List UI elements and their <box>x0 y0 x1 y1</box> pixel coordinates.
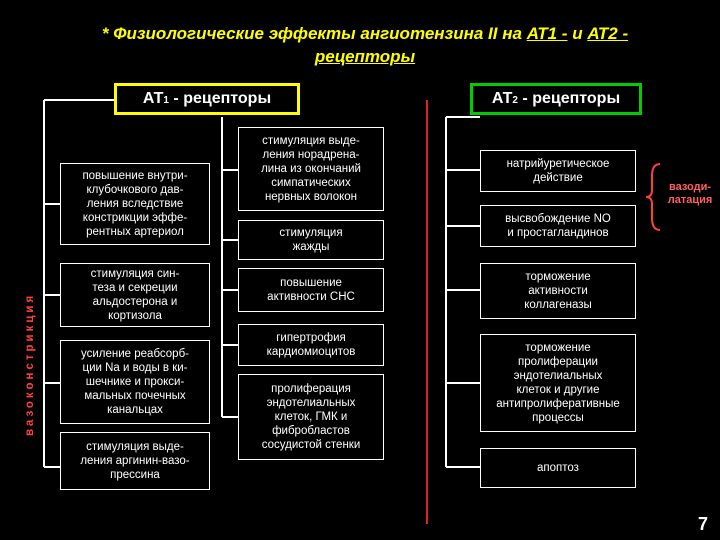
mid-box-cardiomyocyte-hypertrophy: гипертрофия кардиомиоцитов <box>238 324 384 366</box>
left-box-aldosterone: стимуляция син- теза и секреции альдосте… <box>60 263 210 327</box>
right-box-apoptosis: апоптоз <box>480 448 636 488</box>
at1-header-main: АТ <box>142 90 164 107</box>
left-box-glomerular-pressure: повышение внутри- клубочкового дав- лени… <box>60 163 210 245</box>
mid-box-text: стимуляция выде- ления норадрена- лина и… <box>261 135 361 203</box>
title-at2: АТ2 - <box>587 24 629 43</box>
mid-box-text: пролиферация эндотелиальных клеток, ГМК … <box>261 383 361 451</box>
right-box-text: апоптоз <box>537 462 579 474</box>
at2-header-sub: 2 <box>512 94 518 106</box>
slide-number: 7 <box>698 514 709 534</box>
left-box-na-reabsorption: усиление реабсорб- ции Na и воды в ки- ш… <box>60 340 210 424</box>
left-box-text: повышение внутри- клубочкового дав- лени… <box>82 170 188 238</box>
mid-box-text: стимуляция жажды <box>279 227 343 253</box>
left-box-text: стимуляция син- теза и секреции альдосте… <box>90 268 180 322</box>
left-box-text: усиление реабсорб- ции Na и воды в ки- ш… <box>81 348 189 416</box>
right-box-natriuretic: натрийуретическое действие <box>480 150 636 192</box>
mid-box-thirst: стимуляция жажды <box>238 220 384 260</box>
slide-title: * Физиологические эффекты ангиотензина I… <box>20 22 710 68</box>
at1-header-sub: 1 <box>163 94 169 106</box>
right-box-text: торможение активности коллагеназы <box>524 271 592 311</box>
mid-box-noradrenaline: стимуляция выде- ления норадрена- лина и… <box>238 127 384 211</box>
title-at1: АТ1 - <box>526 24 568 43</box>
vasodilatation-label: вазоди- латация <box>667 181 713 206</box>
vasodilatation-brace <box>645 163 661 231</box>
title-line2: рецепторы <box>314 47 416 66</box>
mid-box-proliferation: пролиферация эндотелиальных клеток, ГМК … <box>238 374 384 460</box>
at2-header-rest: - рецепторы <box>517 90 621 107</box>
right-box-text: высвобождение NO и простагландинов <box>505 213 611 239</box>
left-box-text: стимуляция выде- ления аргинин-вазо- пре… <box>80 441 190 481</box>
left-box-vasopressin: стимуляция выде- ления аргинин-вазо- пре… <box>60 432 210 490</box>
mid-box-text: гипертрофия кардиомиоцитов <box>266 332 356 358</box>
mid-box-sns-activity: повышение активности СНС <box>238 268 384 312</box>
right-box-text: натрийуретическое действие <box>506 158 610 184</box>
title-prefix: * Физиологические эффекты ангиотензина I… <box>101 24 527 43</box>
right-box-text: торможение пролиферации эндотелиальных к… <box>496 342 620 424</box>
title-mid: и <box>567 24 588 43</box>
at1-header-rest: - рецепторы <box>168 90 272 107</box>
right-box-no-release: высвобождение NO и простагландинов <box>480 205 636 247</box>
right-box-antiproliferative: торможение пролиферации эндотелиальных к… <box>480 334 636 432</box>
mid-box-text: повышение активности СНС <box>267 277 355 303</box>
vasoconstriction-label: вазоконстрикция <box>24 292 36 436</box>
right-box-collagenase: торможение активности коллагеназы <box>480 263 636 319</box>
at2-header-main: АТ <box>491 90 513 107</box>
